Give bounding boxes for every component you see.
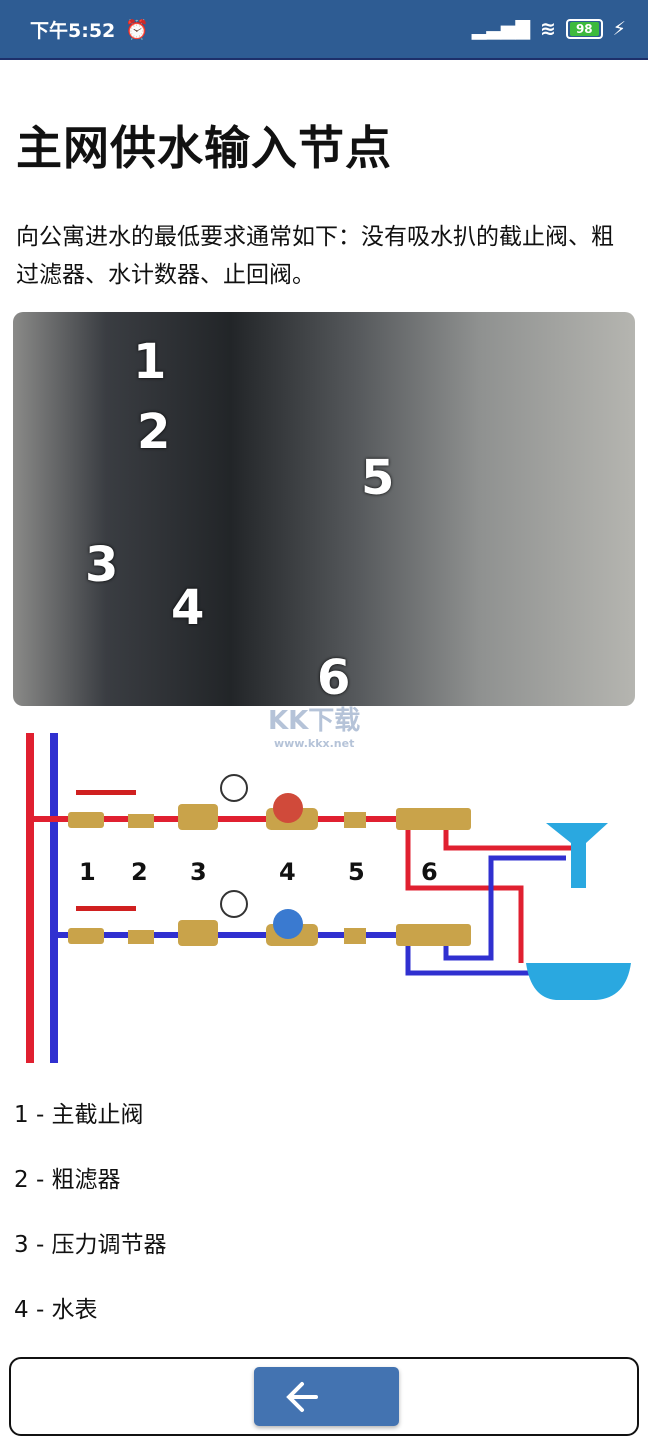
status-time: 下午5:52 bbox=[30, 19, 116, 42]
photo-label: 5 bbox=[361, 450, 395, 506]
diagram-label: 6 bbox=[421, 858, 438, 886]
diagram-label: 2 bbox=[131, 858, 148, 886]
status-bar: 下午5:52 ⏰ ▂▃▅▇ ≋ 98 ⚡ bbox=[0, 0, 648, 60]
page-title: 主网供水输入节点 bbox=[16, 121, 392, 175]
watermark-logo: KK下载 bbox=[268, 706, 361, 736]
photo-label: 2 bbox=[137, 404, 171, 460]
legend-item: 3 - 压力调节器 bbox=[14, 1232, 167, 1258]
intro-text: 向公寓进水的最低要求通常如下：没有吸水扒的截止阀、粗过滤器、水计数器、止回阀。 bbox=[16, 224, 614, 288]
photo-label: 1 bbox=[133, 334, 167, 390]
photo-label: 6 bbox=[317, 650, 351, 706]
back-button[interactable] bbox=[254, 1367, 399, 1426]
plumbing-photo: 1 2 3 4 5 6 bbox=[13, 312, 635, 706]
charging-icon: ⚡ bbox=[612, 18, 626, 40]
legend-item: 1 - 主截止阀 bbox=[14, 1102, 144, 1128]
arrow-left-icon bbox=[285, 1381, 318, 1412]
photo-label: 4 bbox=[171, 580, 205, 636]
legend-item: 2 - 粗滤器 bbox=[14, 1167, 121, 1193]
bottom-bar bbox=[9, 1357, 639, 1436]
battery-level: 98 bbox=[569, 22, 599, 36]
alarm-icon: ⏰ bbox=[125, 18, 149, 41]
diagram-label: 1 bbox=[79, 858, 96, 886]
photo-label: 3 bbox=[85, 537, 119, 593]
diagram-label: 3 bbox=[190, 858, 207, 886]
signal-icon: ▂▃▅▇ bbox=[471, 18, 531, 40]
diagram-label: 5 bbox=[348, 858, 365, 886]
watermark: KK下载 www.kkx.net bbox=[268, 700, 360, 750]
legend-item: 4 - 水表 bbox=[14, 1297, 98, 1323]
plumbing-diagram: 1 2 3 4 5 6 bbox=[26, 733, 631, 1063]
diagram-label: 4 bbox=[279, 858, 296, 886]
battery-icon: 98 bbox=[565, 19, 603, 39]
wifi-icon: ≋ bbox=[540, 18, 556, 40]
watermark-url: www.kkx.net bbox=[273, 737, 355, 750]
